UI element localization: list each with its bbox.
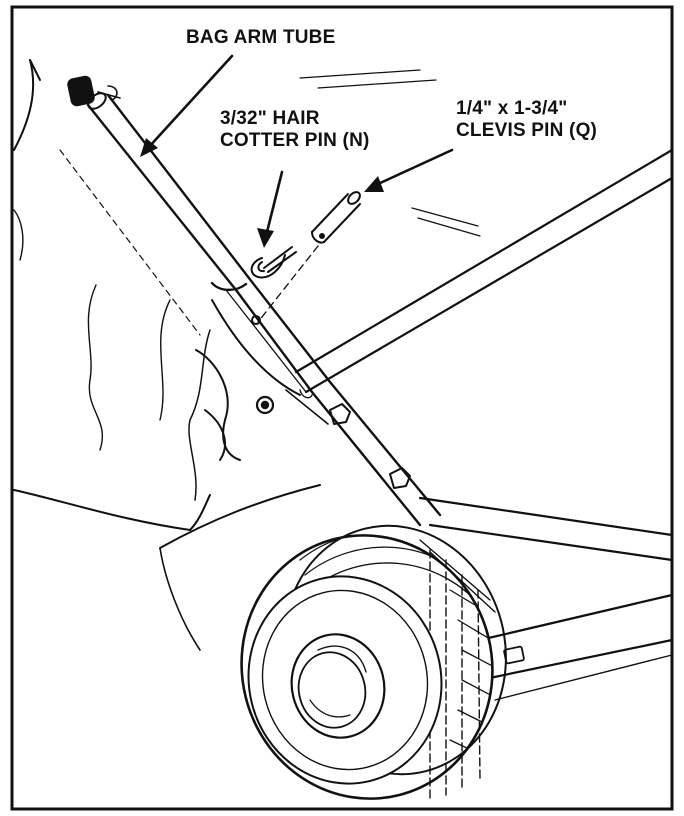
bag-arm-tube-label: BAG ARM TUBE bbox=[186, 27, 335, 49]
hair-cotter-pin-label: 3/32" HAIR COTTER PIN (N) bbox=[220, 108, 370, 152]
bag-arm-tube-arrow bbox=[146, 54, 234, 150]
bag-arm-tube bbox=[67, 75, 442, 527]
clevis-pin-arrow bbox=[376, 148, 454, 186]
hair-cotter-pin-line1: 3/32" HAIR bbox=[220, 108, 320, 129]
hair-cotter-pin-part bbox=[250, 246, 297, 279]
hair-cotter-pin-line2: COTTER PIN (N) bbox=[220, 130, 370, 151]
frame-border bbox=[10, 5, 674, 811]
hair-cotter-pin-arrow bbox=[264, 170, 284, 238]
wheel bbox=[240, 524, 507, 800]
frame-tubes bbox=[159, 69, 674, 701]
clevis-pin-label: 1/4" x 1-3/4" CLEVIS PIN (Q) bbox=[456, 98, 597, 142]
clevis-pin-line1: 1/4" x 1-3/4" bbox=[456, 98, 568, 119]
assembly-line bbox=[257, 245, 319, 323]
hex-nut-upper bbox=[329, 403, 351, 425]
grass-bag bbox=[13, 59, 241, 531]
bag-arm-tube-text: BAG ARM TUBE bbox=[186, 27, 336, 48]
clevis-pin-line2: CLEVIS PIN (Q) bbox=[456, 120, 598, 141]
hex-nut-lower bbox=[389, 467, 411, 489]
leader-arrows bbox=[146, 54, 454, 238]
clevis-pin-part bbox=[311, 191, 361, 244]
